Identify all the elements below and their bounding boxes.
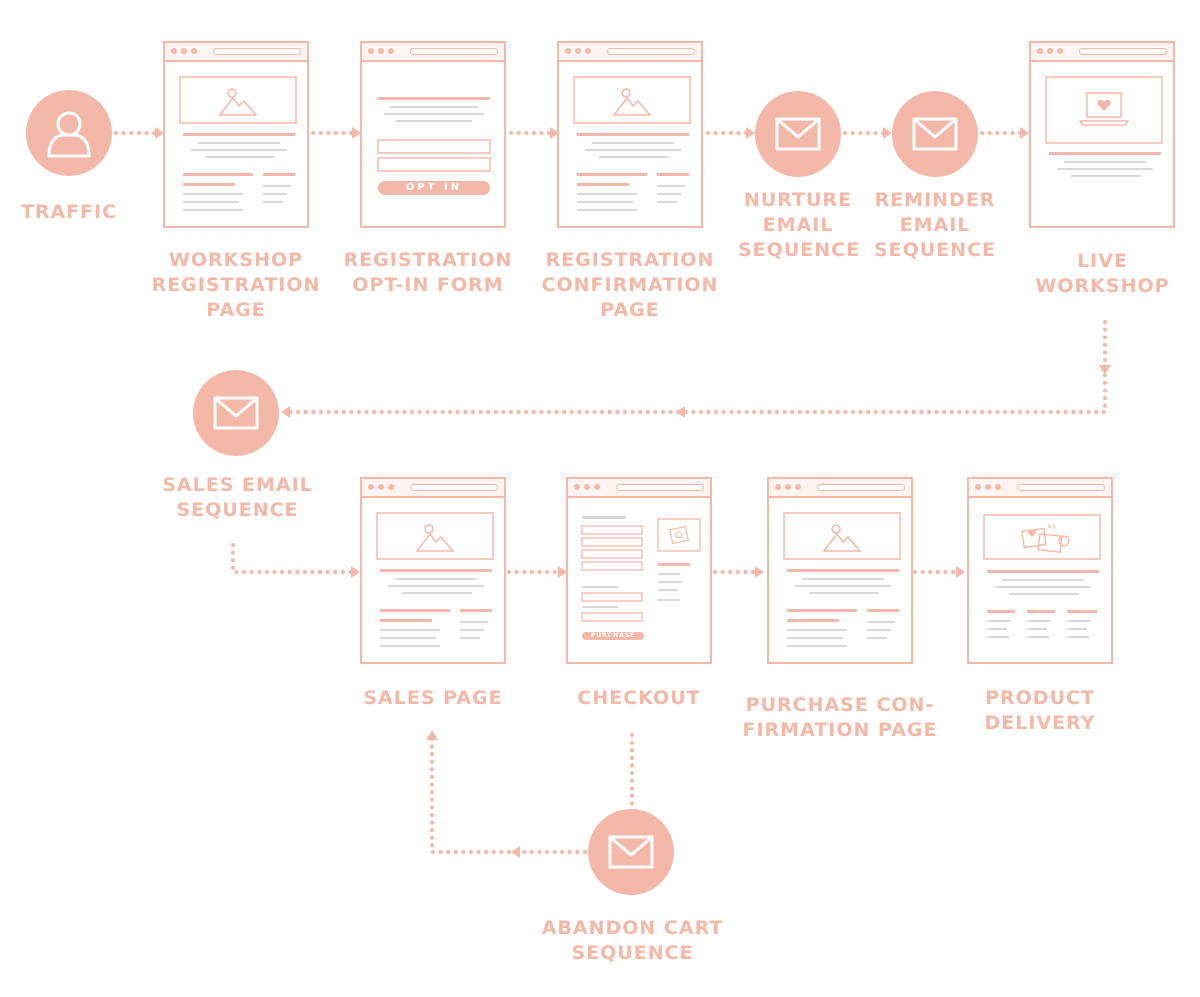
product-delivery-label: PRODUCT DELIVERY: [984, 687, 1096, 734]
envelope-icon: [775, 117, 821, 151]
arrowhead: [351, 566, 360, 578]
nurture-email-circle: [755, 91, 841, 177]
laptop-heart-icon: [1078, 92, 1130, 126]
product-delivery-window: [967, 477, 1113, 664]
sales-page-window: [360, 477, 506, 664]
opt-in-button[interactable]: OPT IN: [378, 181, 490, 195]
reminder-email-sequence-label: REMINDER EMAIL SEQUENCE: [873, 189, 997, 261]
arrowhead: [558, 566, 567, 578]
purchase-confirmation-page-window: [767, 477, 913, 664]
image-placeholder-icon: [415, 524, 455, 552]
envelope-icon: [608, 835, 654, 869]
workshop-registration-page-window: [163, 41, 309, 228]
live-workshop-label: LIVE WORKSHOP: [1035, 250, 1170, 297]
page-wireframe: [573, 76, 691, 211]
checkout-label: CHECKOUT: [577, 687, 701, 709]
page-wireframe: [1045, 76, 1163, 177]
connector-abandon-cart-to-sales-page: [430, 736, 587, 854]
arrowhead: [155, 127, 164, 139]
page-wireframe: [783, 512, 901, 647]
live-workshop-window: [1029, 41, 1175, 228]
arrowhead: [676, 406, 685, 418]
sales-email-circle: [193, 370, 279, 456]
sales-email-sequence-label: SALES EMAIL SEQUENCE: [162, 474, 313, 521]
envelope-icon: [213, 396, 259, 430]
nurture-email-sequence-label: NURTURE EMAIL SEQUENCE: [738, 189, 861, 261]
registration-optin-form-window: OPT IN: [360, 41, 506, 228]
form-wireframe: [377, 97, 491, 172]
arrowhead: [755, 566, 764, 578]
traffic-label: TRAFFIC: [20, 201, 118, 223]
page-wireframe: [983, 514, 1101, 638]
reminder-email-circle: [892, 91, 978, 177]
connector-live-to-sales-email: [288, 320, 1107, 414]
arrowhead: [281, 406, 290, 418]
connector-sales-email-to-sales-page: [231, 543, 355, 574]
arrowhead: [746, 127, 755, 139]
purchase-button[interactable]: PURCHASE: [582, 632, 644, 640]
registration-optin-form-label: REGISTRATION OPT-IN FORM: [343, 249, 513, 296]
registration-confirmation-page-label: REGISTRATION CONFIRMATION PAGE: [541, 249, 719, 321]
checkout-window: PURCHASE: [566, 477, 712, 664]
arrowhead: [1099, 365, 1111, 375]
arrowhead: [511, 846, 520, 858]
arrowhead: [883, 127, 892, 139]
product-box-icon: [1021, 524, 1070, 553]
image-placeholder-icon: [822, 524, 862, 552]
arrowhead: [1020, 127, 1029, 139]
registration-confirmation-page-window: [557, 41, 703, 228]
arrowhead: [352, 127, 361, 139]
abandon-cart-circle: [588, 809, 674, 895]
arrowhead: [426, 730, 438, 740]
user-icon: [47, 111, 91, 158]
checkout-wireframe: [581, 516, 701, 622]
image-placeholder-icon: [218, 88, 258, 116]
traffic-circle: [26, 90, 112, 176]
sales-page-label: SALES PAGE: [363, 687, 503, 709]
arrowhead: [550, 127, 559, 139]
page-wireframe: [376, 512, 494, 647]
image-placeholder-icon: [612, 88, 652, 116]
envelope-icon: [912, 117, 958, 151]
workshop-registration-page-label: WORKSHOP REGISTRATION PAGE: [151, 249, 321, 321]
page-wireframe: [179, 76, 297, 211]
arrowhead: [956, 566, 965, 578]
abandon-cart-sequence-label: ABANDON CART SEQUENCE: [541, 917, 724, 964]
product-image-icon: [669, 525, 689, 545]
purchase-confirmation-page-label: PURCHASE CON- FIRMATION PAGE: [742, 694, 938, 741]
